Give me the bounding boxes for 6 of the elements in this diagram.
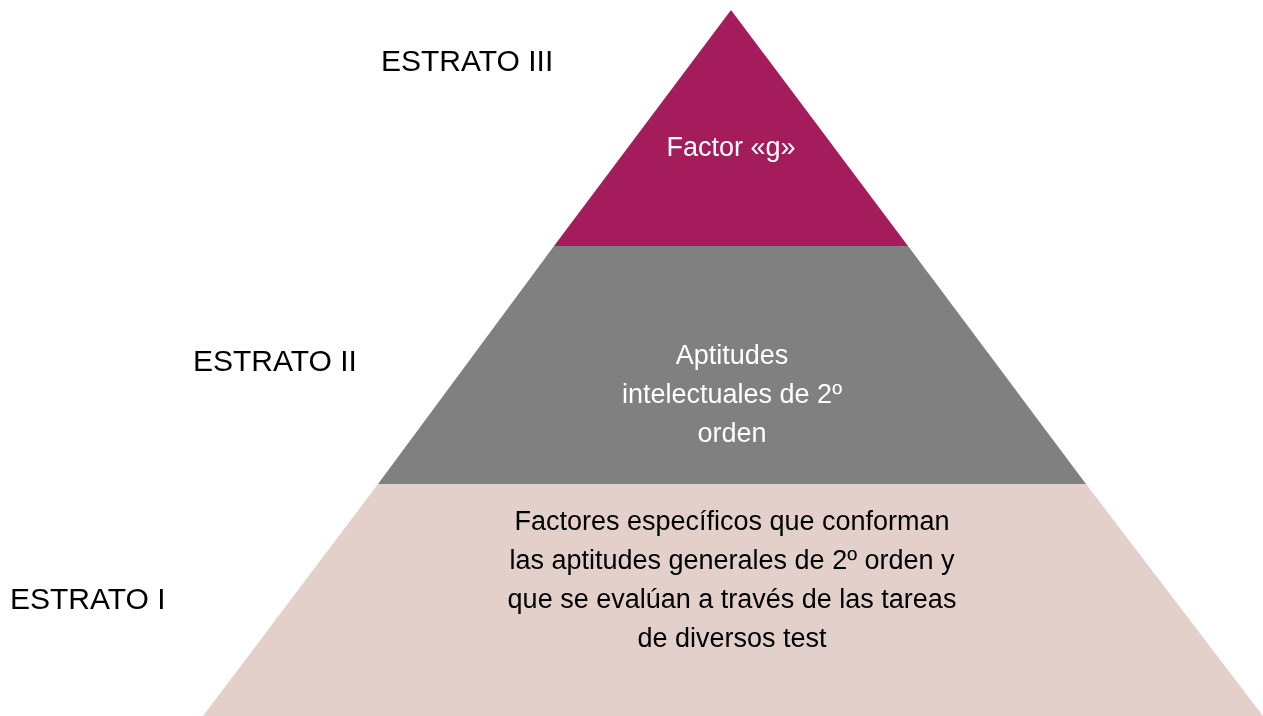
stratum-label: ESTRATO III	[381, 44, 554, 78]
stratum-label: ESTRATO II	[193, 344, 357, 378]
stratum-label: ESTRATO I	[10, 582, 166, 616]
tier-text: Factores específicos que conforman las aptitudes generales de 2º orden y que se evalúan a través de las tareas de diversos test	[506, 505, 958, 655]
tier-text: Factor «g»	[665, 131, 797, 164]
tier-text: Aptitudes intelectuales de 2º orden	[621, 339, 843, 450]
